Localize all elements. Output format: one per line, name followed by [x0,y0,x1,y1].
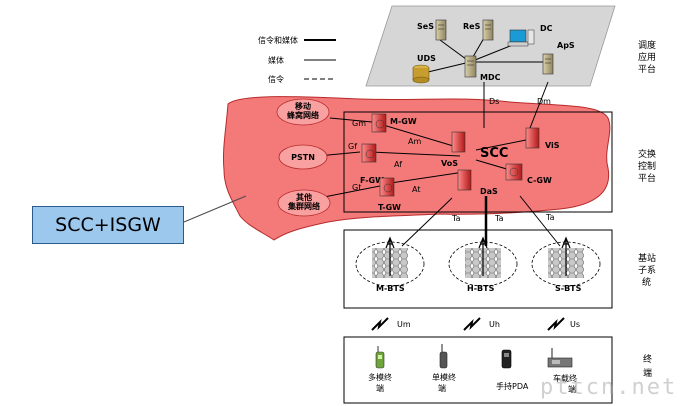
uds-label: UDS [417,54,436,63]
term-handheld-label: 手持PDA [496,381,529,391]
pstn-cloud: PSTN [278,144,328,170]
uh-interface-label: Uh [489,320,500,329]
switching-platform-box [343,111,613,213]
mgw-gateway: M-GW [371,113,417,133]
term-vehicle-label-1: 车载终 [553,373,577,383]
watermark: pttcn.net [540,375,678,400]
gf-interface-label: Gf [348,142,357,151]
vehicle-terminal: 车载终 端 [547,348,577,394]
aps-server: ApS [542,41,575,75]
bts-layer-1: 基站 [638,252,656,264]
uds-database: UDS [412,54,436,84]
hbts-label: H-BTS [467,284,495,293]
term-single-label-2: 端 [438,383,446,393]
cgw-label: C-GW [527,176,552,185]
other-trunk-network-cloud: 其他 集群网络 [277,189,331,217]
ses-label: SeS [417,22,434,31]
um-interface-label: Um [397,320,411,329]
legend: 信令和媒体 媒体 信令 [258,35,336,84]
dispatch-layer-3: 平台 [638,63,656,75]
mdc-label: MDC [480,73,501,82]
scc-label: SCC [480,146,508,161]
handheld-pda-terminal: 手持PDA [496,349,529,391]
layer-labels: 调度 应用 平台 交换 控制 平台 基站 子系 统 终 端 [638,39,656,379]
m-bts: M-BTS [355,236,425,293]
callout-pointer-line [183,195,247,223]
dm-interface-label: Dm [537,97,551,106]
dc-label: DC [540,24,553,33]
scc-isgw-callout: SCC+ISGW [32,206,184,244]
cgw-gateway: C-GW [505,163,552,185]
at-interface-label: At [412,185,420,194]
ta-interface-label-2: Ta [494,214,504,223]
term-multi-label-2: 端 [376,383,384,393]
single-mode-terminal: 单模终 端 [432,344,456,393]
dc-workstation: DC [507,24,553,47]
dispatch-layer-2: 应用 [638,51,656,63]
fgw-label: F-GW [360,176,384,185]
mobile-net-label-2: 蜂窝网络 [287,110,319,120]
res-label: ReS [463,22,481,31]
vis-server: ViS [525,127,560,150]
other-net-label-2: 集群网络 [287,201,320,211]
legend-signal-label: 信令 [268,74,284,84]
ds-interface-label: Ds [489,97,499,106]
vos-server: VoS [441,131,466,168]
mobile-net-label-1: 移动 [295,101,311,111]
base-station-box [343,229,613,309]
terminal-box [343,336,613,404]
tgw-gateway: T-GW [378,177,401,212]
mbts-label: M-BTS [376,284,405,293]
mgw-label: M-GW [390,117,417,126]
other-net-label-1: 其他 [296,192,312,202]
radio-links [371,317,565,331]
ta-interface-label-1: Ta [451,214,461,223]
das-label: DaS [480,187,498,196]
dispatch-layer-1: 调度 [638,39,656,51]
us-interface-label: Us [570,320,580,329]
switching-layer-1: 交换 [638,148,656,160]
ses-server: SeS [417,19,447,41]
legend-signal-media-label: 信令和媒体 [258,35,298,45]
switching-layer-2: 控制 [638,160,656,172]
af-interface-label: Af [394,160,402,169]
term-single-label-1: 单模终 [432,372,456,382]
bts-layer-2: 子系 [638,265,656,276]
terminal-layer-2: 端 [643,367,652,379]
aps-label: ApS [557,41,575,50]
bts-layer-3: 统 [642,276,651,288]
h-bts: H-BTS [448,236,518,293]
pstn-label: PSTN [291,153,315,162]
vos-label: VoS [441,159,458,168]
terminal-layer-1: 终 [643,353,652,365]
ta-interface-label-3: Ta [545,213,555,222]
term-multi-label-1: 多模终 [368,372,392,382]
tgw-label: T-GW [378,203,401,212]
term-vehicle-label-2: 端 [568,384,576,394]
gm-interface-label: Gm [352,119,366,128]
multi-mode-terminal: 多模终 端 [368,346,392,393]
res-server: ReS [463,19,494,41]
am-interface-label: Am [408,137,421,146]
vis-label: ViS [545,141,560,150]
legend-media-label: 媒体 [268,55,284,65]
connection-lines [317,37,561,247]
switching-layer-3: 平台 [638,172,656,184]
mobile-network-cloud: 移动 蜂窝网络 [276,98,330,126]
gt-interface-label: Gt [352,183,361,192]
fgw-gateway: F-GW [360,143,384,185]
sbts-label: S-BTS [555,284,582,293]
mdc-server: MDC [464,55,501,82]
das-server: DaS [457,169,498,196]
s-bts: S-BTS [531,236,601,293]
